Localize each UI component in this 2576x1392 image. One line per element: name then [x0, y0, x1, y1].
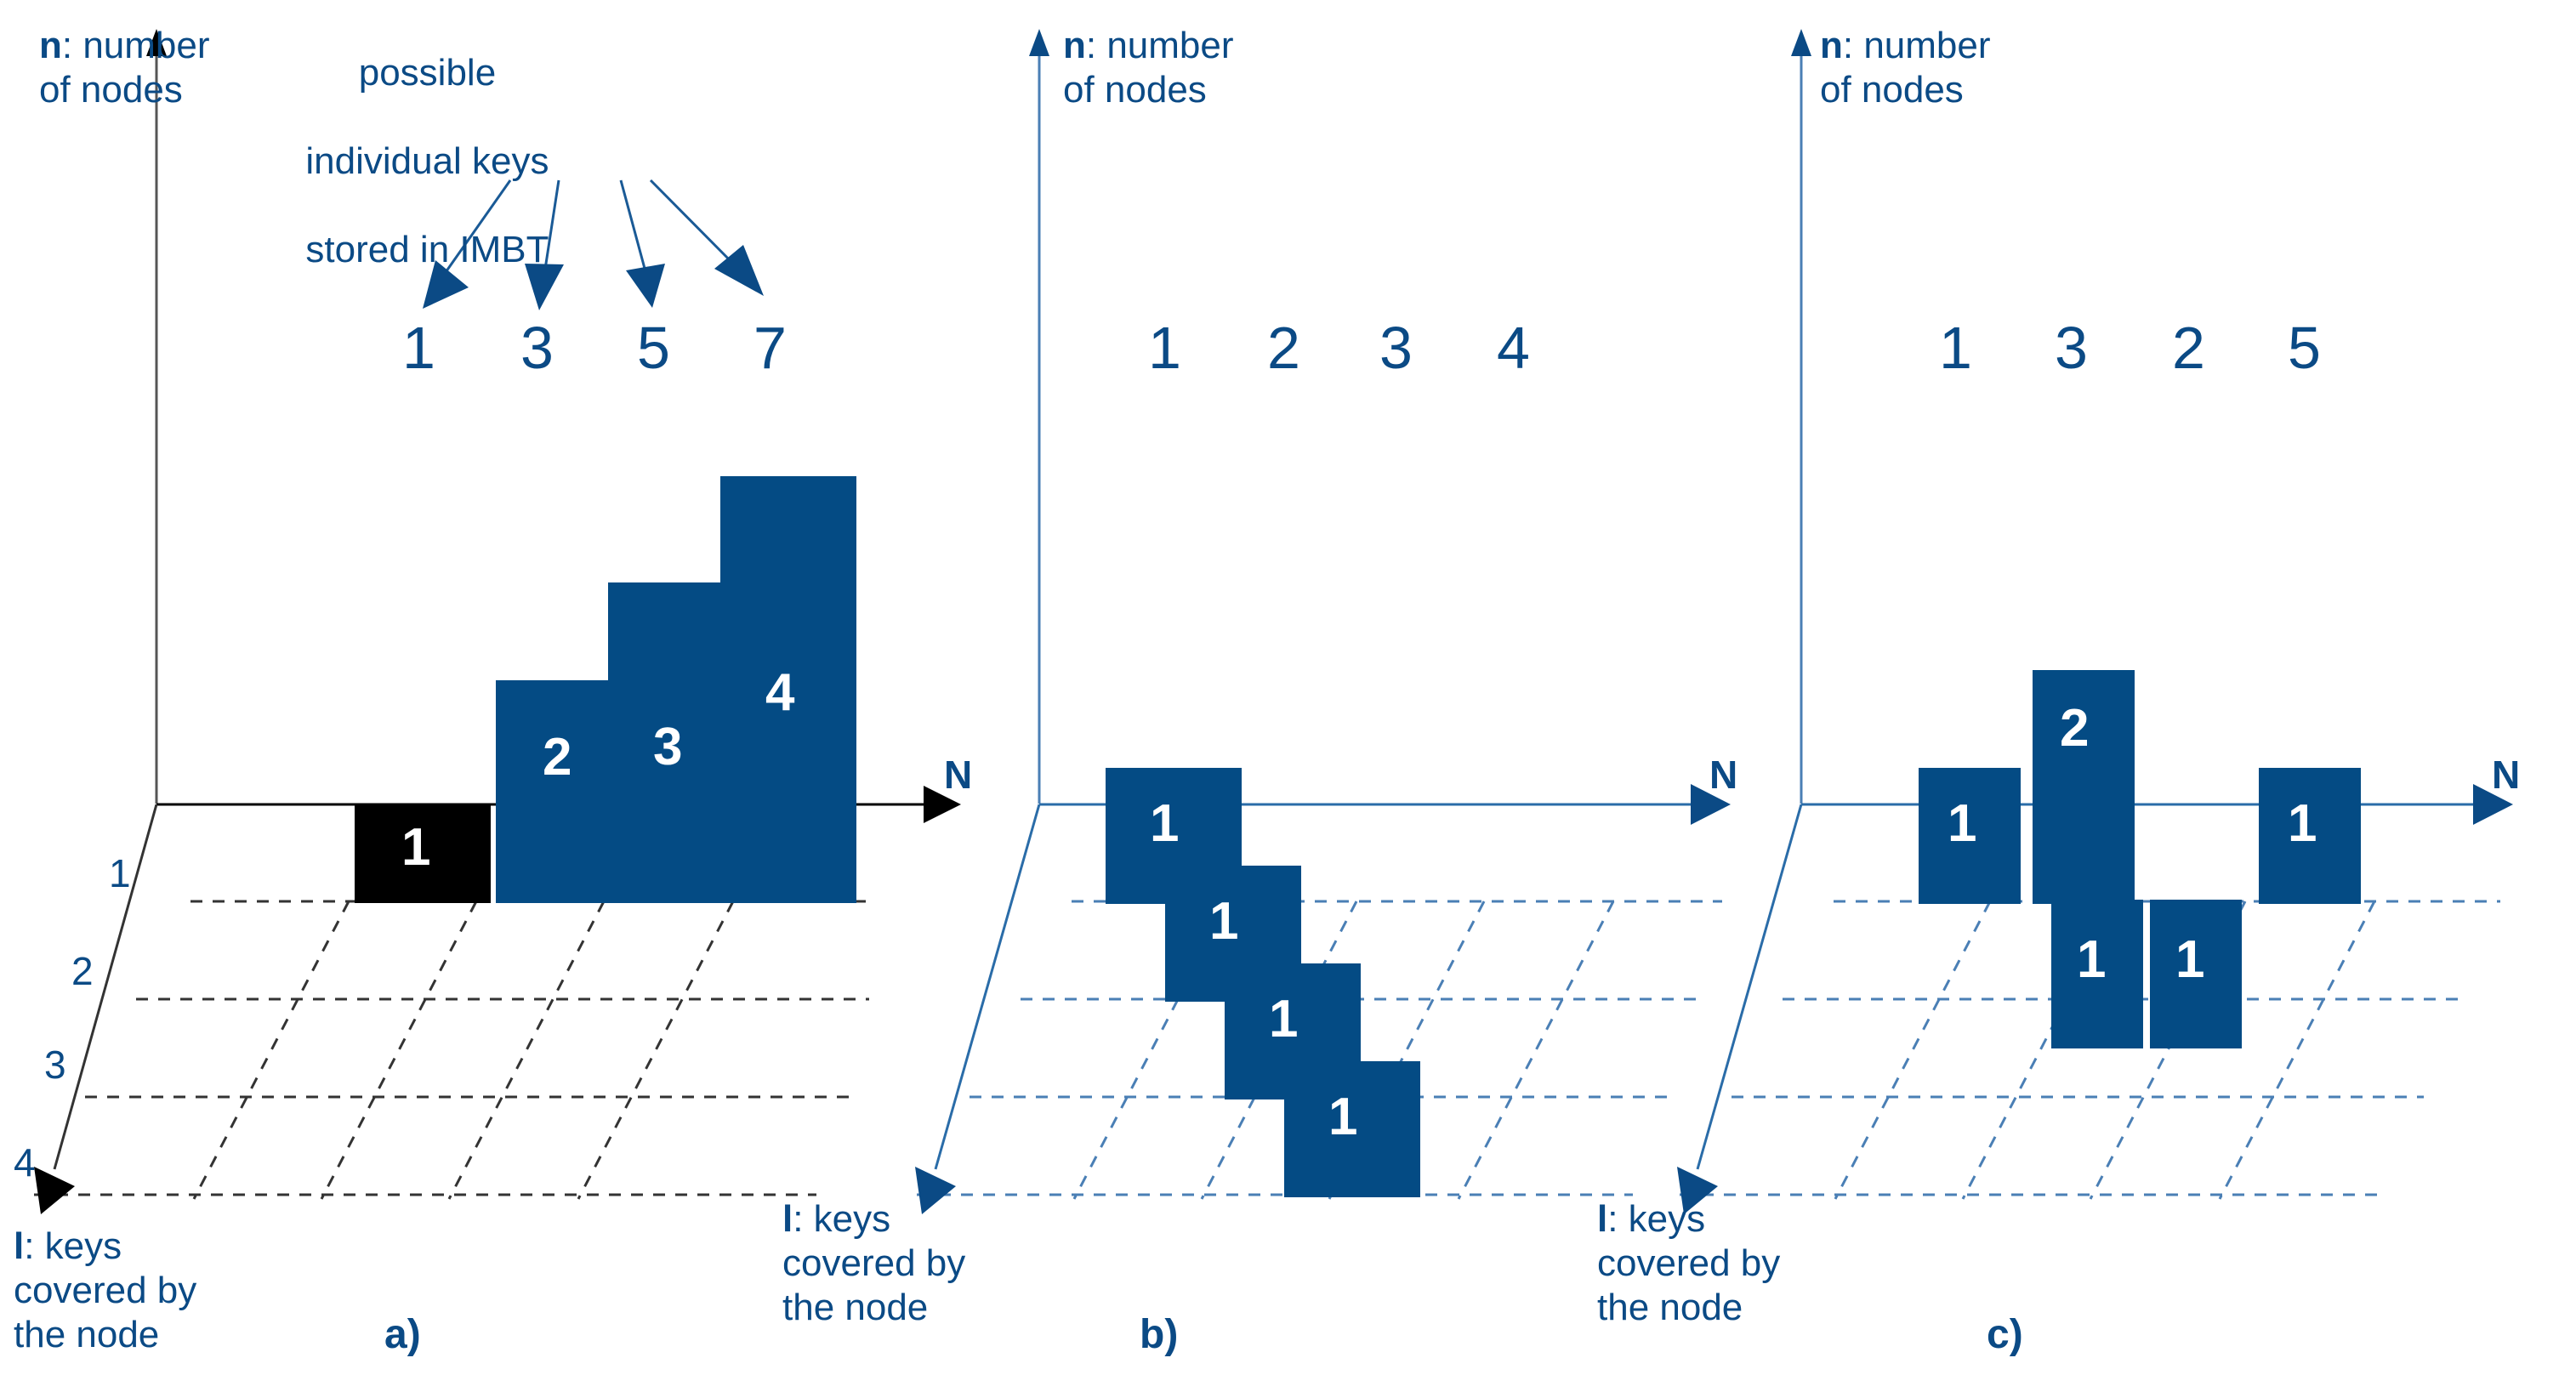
bar-a-2-value: 2: [543, 728, 572, 787]
callout-line-3: stored in IMBT: [305, 228, 549, 270]
panel-a-depth-tick-1: 1: [109, 851, 131, 895]
panel-a-depth-text: : keys: [24, 1225, 122, 1267]
panel-a-depth-text2: covered by: [14, 1269, 197, 1311]
panel-c-x-axis-label: N: [2492, 753, 2521, 797]
bar-a-1[interactable]: [355, 804, 491, 903]
bar-c-2-value: 2: [2060, 699, 2090, 758]
panel-a-depth-tick-3: 3: [44, 1043, 66, 1087]
panel-a-depth-tick-2: 2: [71, 949, 94, 993]
panel-a-column-number-2: 3: [520, 315, 554, 381]
panel-b-x-axis-label: N: [1709, 753, 1738, 797]
panel-b-depth-text: : keys: [793, 1198, 891, 1240]
panel-c-depth-text2: covered by: [1597, 1241, 1781, 1284]
bar-a-1-value: 1: [401, 818, 431, 877]
panel-b-depth-symbol: l: [782, 1198, 793, 1240]
panel-b-depth-text3: the node: [782, 1286, 929, 1328]
bar-b-3-value: 1: [1269, 990, 1299, 1048]
panel-a-x-axis-label: N: [944, 753, 973, 797]
panel-a-column-number-3: 5: [637, 315, 670, 381]
bar-c-1-value: 1: [1948, 794, 1977, 853]
panel-a-depth-text3: the node: [14, 1313, 160, 1355]
panel-b-label: b): [1140, 1312, 1179, 1357]
panel-c-y-axis-text2: of nodes: [1820, 68, 1964, 111]
panel-c-column-number-3: 2: [2172, 315, 2205, 381]
bar-c-4[interactable]: [2259, 768, 2361, 904]
panel-b-y-axis-text: : number: [1085, 25, 1234, 66]
panel-c-depth-symbol: l: [1597, 1198, 1608, 1240]
bar-c-6[interactable]: [2150, 900, 2242, 1048]
panel-b-depth-text2: covered by: [782, 1241, 966, 1284]
bar-c-1[interactable]: [1919, 768, 2021, 904]
panel-b-y-axis-symbol: n: [1063, 25, 1086, 66]
panel-a-column-number-4: 7: [753, 315, 787, 381]
panel-a-y-axis-text: : number: [61, 25, 210, 66]
panel-a-callout: possible individual keys stored in IMBT: [228, 7, 585, 315]
callout-line-2: individual keys: [305, 139, 549, 182]
bar-b-1-value: 1: [1150, 794, 1180, 853]
bar-c-4-value: 1: [2288, 794, 2317, 853]
bar-a-4-value: 4: [765, 663, 795, 722]
bar-b-4-value: 1: [1328, 1088, 1358, 1146]
panel-a-column-number-1: 1: [402, 315, 435, 381]
bar-b-4[interactable]: [1284, 1061, 1420, 1197]
bar-c-2[interactable]: [2033, 670, 2135, 904]
panel-c-column-number-1: 1: [1939, 315, 1972, 381]
bar-c-5-value: 1: [2077, 930, 2107, 989]
callout-line-1: possible: [358, 51, 497, 94]
bar-b-2-value: 1: [1209, 892, 1239, 951]
bar-c-5[interactable]: [2051, 900, 2143, 1048]
panel-c-label: c): [1987, 1312, 2023, 1357]
panel-c-depth-text: : keys: [1607, 1198, 1706, 1240]
panel-a-label: a): [384, 1312, 421, 1357]
panel-b-column-number-2: 2: [1267, 315, 1300, 381]
panel-b-column-number-1: 1: [1148, 315, 1181, 381]
panel-c-y-axis-text: : number: [1842, 25, 1991, 66]
panel-a-depth-symbol: l: [14, 1225, 25, 1267]
panel-b-column-number-4: 4: [1497, 315, 1530, 381]
bar-c-6-value: 1: [2175, 930, 2205, 989]
panel-c-column-number-2: 3: [2055, 315, 2088, 381]
bar-a-3-value: 3: [653, 718, 683, 776]
panel-a-y-axis-symbol: n: [39, 25, 62, 66]
panel-a-y-axis-text2: of nodes: [39, 68, 183, 111]
panel-a-depth-tick-4: 4: [14, 1140, 36, 1185]
panel-c-depth-text3: the node: [1597, 1286, 1743, 1328]
panel-c-y-axis-symbol: n: [1820, 25, 1843, 66]
panel-b-y-axis-text2: of nodes: [1063, 68, 1207, 111]
bar-a-4[interactable]: [720, 476, 856, 903]
panel-b-column-number-3: 3: [1379, 315, 1413, 381]
panel-c-column-number-4: 5: [2288, 315, 2321, 381]
